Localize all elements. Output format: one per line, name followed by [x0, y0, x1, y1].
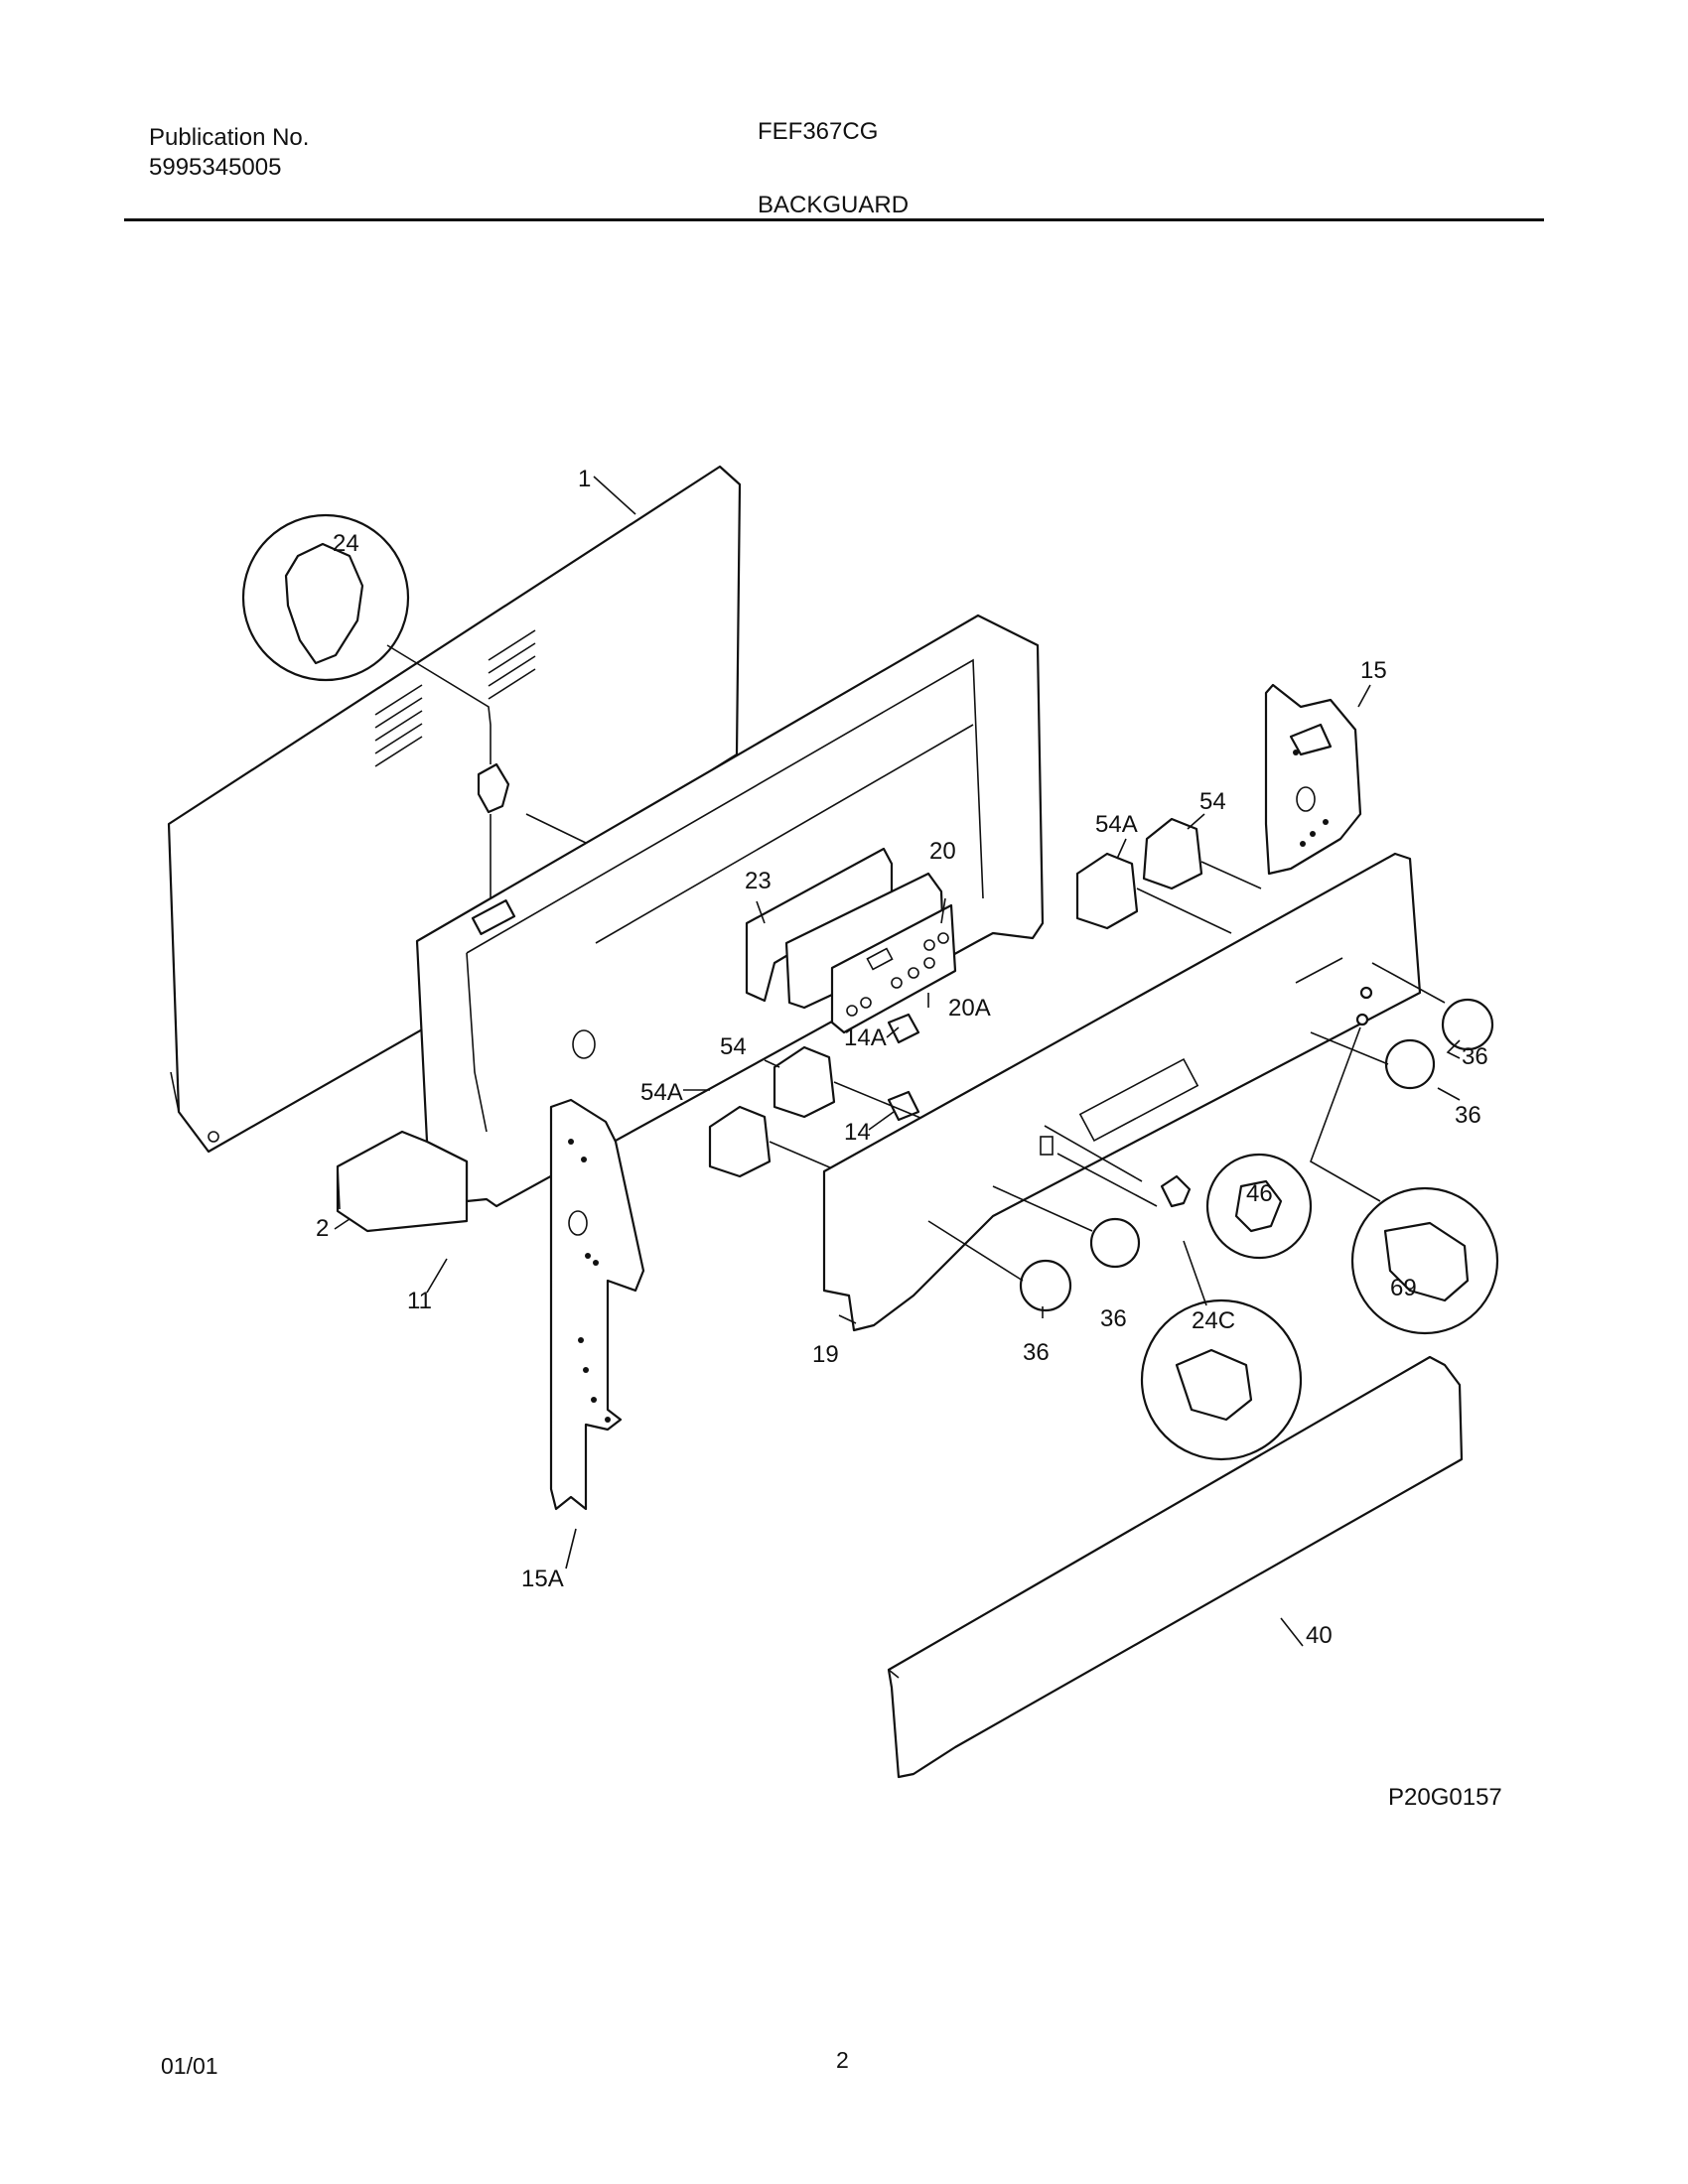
callout-14: 14	[844, 1119, 871, 1146]
callout-40: 40	[1306, 1622, 1333, 1649]
lower-bracket-part-2	[336, 1130, 469, 1233]
callout-24: 24	[333, 530, 359, 557]
publication-label: Publication No.	[149, 124, 310, 151]
callout-36-d: 36	[1100, 1305, 1127, 1332]
end-bracket-part-15	[1264, 683, 1362, 876]
detail-circle-24	[241, 513, 589, 913]
detail-circle-46	[1160, 1153, 1313, 1260]
detail-circle-24C	[1140, 1240, 1303, 1461]
callout-69: 69	[1390, 1275, 1417, 1301]
front-panel-part-19	[822, 852, 1422, 1332]
callout-15A: 15A	[521, 1566, 564, 1592]
callout-36-c: 36	[1023, 1339, 1050, 1366]
callout-36-b: 36	[1455, 1102, 1481, 1129]
control-board-parts-20-23	[745, 847, 957, 1034]
callout-46: 46	[1246, 1180, 1273, 1207]
model-number: FEF367CG	[758, 118, 879, 145]
page-number: 2	[836, 2047, 849, 2073]
callout-19: 19	[812, 1341, 839, 1368]
knobs-part-36	[927, 962, 1494, 1312]
drawing-code: P20G0157	[1388, 1784, 1502, 1811]
callout-54-lower: 54	[720, 1033, 747, 1060]
header-rule	[124, 218, 1544, 221]
end-bracket-part-15A	[549, 1098, 645, 1511]
callout-20A: 20A	[948, 995, 991, 1022]
detail-circle-69	[1310, 1026, 1499, 1335]
switches-parts-14	[887, 1013, 920, 1122]
callout-15: 15	[1360, 657, 1387, 684]
callout-24C: 24C	[1192, 1307, 1235, 1334]
callout-11: 11	[407, 1288, 432, 1314]
trim-strip-part-40	[887, 1355, 1464, 1779]
callout-54: 54	[1199, 788, 1226, 815]
callout-23: 23	[745, 868, 772, 894]
leader-lines	[334, 476, 1461, 1647]
spacers-parts-54	[708, 817, 1262, 1202]
footer-date: 01/01	[161, 2053, 218, 2079]
section-title: BACKGUARD	[758, 192, 910, 218]
callout-36-a: 36	[1462, 1043, 1488, 1070]
callout-54A-lower: 54A	[640, 1079, 683, 1106]
callout-labels: 1 24 15 54 54A 20 23 20A 54 14A 54A 14 3…	[316, 466, 1502, 1811]
callout-14A: 14A	[844, 1024, 887, 1051]
callout-2: 2	[316, 1215, 329, 1242]
callout-1: 1	[578, 466, 591, 492]
callout-54A: 54A	[1095, 811, 1138, 838]
callout-20: 20	[929, 838, 956, 865]
publication-number: 5995345005	[149, 154, 282, 181]
